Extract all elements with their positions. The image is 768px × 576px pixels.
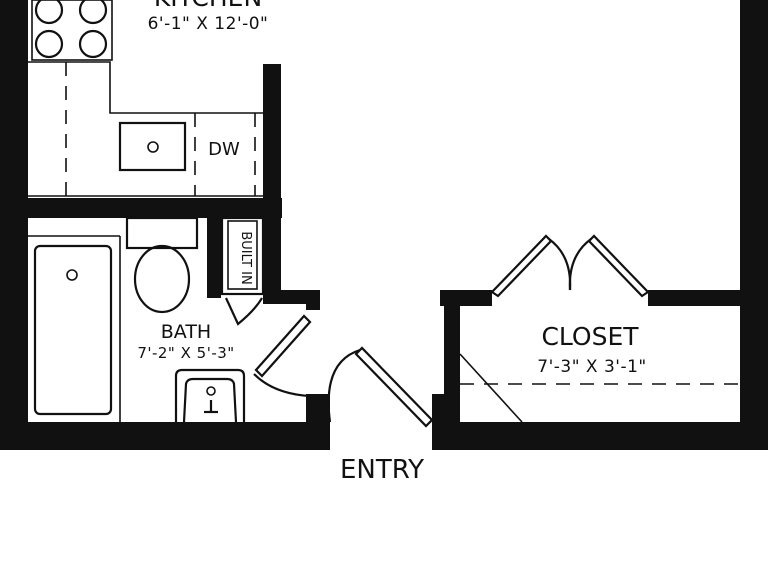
closet-dimensions: 7'-3" X 3'-1" <box>537 357 646 377</box>
closet-door-right-arc <box>568 238 592 291</box>
wall-right-outer <box>740 0 768 450</box>
entry-door <box>327 346 434 428</box>
entry-label: ENTRY <box>340 455 424 485</box>
wall-entry-left-jamb <box>306 394 330 450</box>
wall-left-outer <box>0 0 28 450</box>
closet-diagonal <box>459 353 523 423</box>
closet-title: CLOSET <box>541 322 639 351</box>
wall-kitchen-right <box>263 64 281 218</box>
burner-icon <box>34 29 64 59</box>
bath-door-leaf <box>254 314 312 378</box>
built-in-label: BUILT IN <box>238 231 253 284</box>
toilet-bowl-icon <box>133 244 191 314</box>
bath-door <box>253 314 312 398</box>
wall-bath-right <box>263 198 281 290</box>
walls <box>0 0 768 450</box>
dishwasher-label: DW <box>208 139 240 160</box>
vanity-icon <box>174 368 246 422</box>
built-in-inner <box>227 220 258 290</box>
bath: BATH 7'-2" X 5'-3" <box>28 216 246 423</box>
entry-door-swing-arc <box>327 348 361 423</box>
closet: CLOSET 7'-3" X 3'-1" <box>459 234 740 423</box>
bath-title: BATH <box>161 321 211 343</box>
tub-drain-icon <box>66 269 78 281</box>
toilet-tank-icon <box>125 216 199 250</box>
wall-closet-top-left <box>440 290 492 306</box>
closet-door-right-leaf <box>587 234 650 298</box>
range-outline <box>31 0 113 61</box>
built-in-door-swing <box>225 297 263 326</box>
bathtub-icon <box>33 244 113 416</box>
built-in-cabinet: BUILT IN <box>220 216 265 326</box>
burner-icon <box>78 0 108 25</box>
sink-drain-icon <box>147 141 159 153</box>
entry-door-leaf <box>354 346 434 428</box>
wall-bath-stub-post <box>306 290 320 310</box>
kitchen-sink-icon <box>118 121 187 172</box>
kitchen-title: KITCHEN <box>154 0 262 12</box>
kitchen-dimensions: 6'-1" X 12'-0" <box>148 14 269 34</box>
bath-dimensions: 7'-2" X 5'-3" <box>137 344 234 362</box>
built-in-outline <box>220 216 265 296</box>
wall-bottom-left <box>0 422 330 450</box>
wall-kitchen-bath <box>0 198 282 218</box>
kitchen: DW KITCHEN 6'-1" X 12'-0" <box>28 0 269 197</box>
wall-bath-stub <box>263 290 320 304</box>
wall-builtin-left <box>207 218 221 298</box>
bath-sink-icon <box>182 377 238 423</box>
faucet-icon <box>206 386 216 396</box>
kitchen-counter-outline <box>28 61 263 114</box>
closet-door-left-leaf <box>490 234 553 298</box>
wall-entry-right-jamb <box>432 394 444 450</box>
wall-closet-top-right <box>648 290 768 306</box>
bath-door-swing-arc <box>253 373 311 398</box>
burner-icon <box>78 29 108 59</box>
wall-closet-left <box>444 290 460 450</box>
closet-door-left-arc <box>548 238 572 291</box>
burner-icon <box>34 0 64 25</box>
wall-bottom-right <box>432 422 768 450</box>
